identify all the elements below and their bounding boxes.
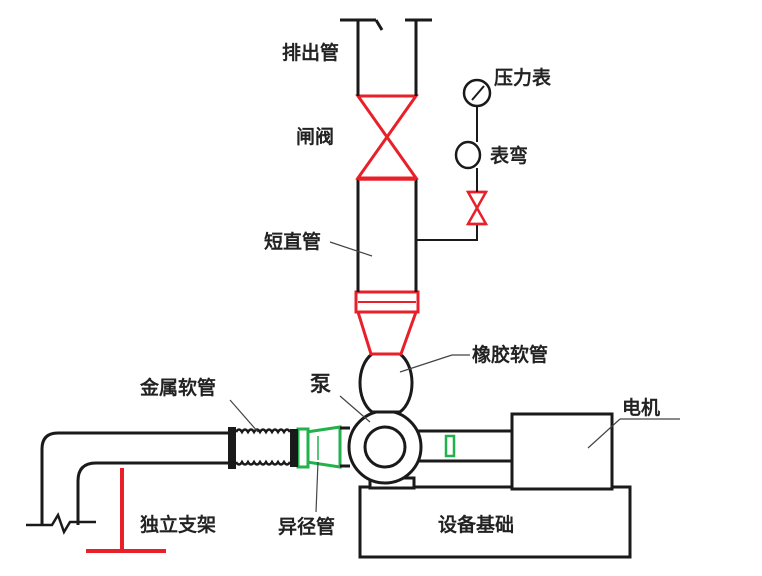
label-motor: 电机	[622, 396, 660, 419]
metal-hose-flange-left	[228, 427, 236, 469]
leader-metal-hose	[229, 399, 259, 433]
label-independent-support: 独立支架	[140, 513, 216, 536]
label-pump: 泵	[310, 372, 331, 396]
metal-hose-flange-right	[290, 429, 298, 467]
label-pressure-gauge: 压力表	[494, 66, 552, 89]
motor	[510, 412, 614, 491]
rubber-hose	[358, 352, 414, 414]
label-reducer: 异径管	[278, 515, 335, 538]
label-metal-hose: 金属软管	[139, 376, 216, 399]
label-gate-valve: 闸阀	[296, 125, 334, 148]
shaft-coupling	[444, 434, 456, 458]
label-equipment-foundation: 设备基础	[438, 513, 514, 536]
label-gauge-bend: 表弯	[490, 144, 528, 167]
needle-valve-icon	[465, 190, 489, 226]
label-short-straight-pipe: 短直管	[264, 230, 321, 253]
leader-reducer	[315, 461, 319, 513]
label-rubber-hose: 橡胶软管	[472, 343, 548, 366]
metal-hose	[234, 428, 292, 466]
reducer-flange	[296, 427, 310, 469]
label-discharge-pipe: 排出管	[282, 41, 339, 64]
leader-motor	[587, 418, 621, 449]
outlet-reducer-cone	[355, 310, 419, 356]
gauge-branch-line	[416, 224, 478, 241]
pump-impeller	[363, 425, 407, 469]
suction-pipe-inner	[76, 461, 228, 525]
leader-rubber-hose	[399, 354, 453, 373]
equipment-foundation	[358, 485, 632, 559]
suction-pipe-outer	[40, 431, 228, 525]
suction-pipe-break	[26, 512, 96, 535]
gauge-bend-icon	[454, 140, 482, 170]
leader-short-straight-pipe	[329, 241, 373, 257]
gauge-needle	[471, 85, 485, 101]
gate-valve-icon	[355, 94, 419, 180]
leader-pump	[339, 395, 371, 423]
